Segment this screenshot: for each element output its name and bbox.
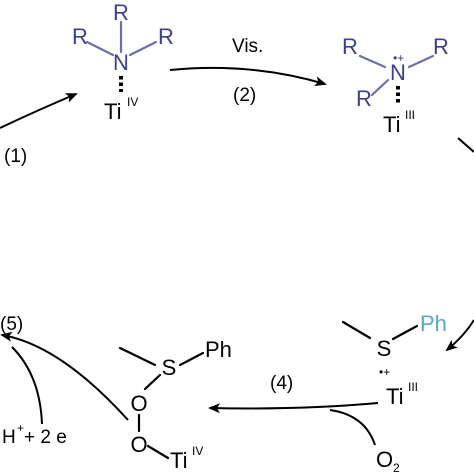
reduction-arrow (0, 331, 129, 421)
step-5-label: (5) (0, 314, 23, 335)
radical-n-r-bottom-bond (370, 78, 390, 97)
radical-nitrogen: N (390, 60, 406, 85)
radical-oxidation-state: III (405, 108, 415, 122)
peroxo-oxygen-upper: O (130, 391, 147, 416)
step-1-arrow: (1) (0, 93, 78, 167)
electrons-label: + 2 e (24, 427, 67, 448)
cycle-arrow-lower-right (445, 319, 474, 352)
sulfide-phenyl: Ph (420, 311, 447, 336)
amine-substituent-r-right: R (158, 24, 174, 49)
oxygen-addition-arrow (208, 402, 379, 414)
o-ti-bond (146, 444, 170, 460)
proton-electron-curve (11, 346, 43, 425)
peroxo-oxygen-lower: O (130, 432, 147, 457)
step-2-arrow: Vis. (2) (169, 36, 327, 106)
peroxo-titanium-label: Ti (170, 448, 188, 473)
amine-nitrogen: N (113, 50, 129, 75)
cycle-arrow-right-segment (457, 137, 474, 153)
s-ph-bond (391, 324, 419, 341)
peroxo-sulfonium-complex: S Ph O O Ti IV (118, 337, 232, 473)
dioxygen-subscript: 2 (393, 461, 400, 474)
sulfide-radical-cation-complex: S Ph •+ Ti III (341, 311, 447, 409)
step-4-label: (4) (270, 373, 293, 394)
sulfide-radical-cation-marker: •+ (379, 365, 390, 379)
sulfide-oxidation-state: III (408, 380, 418, 394)
peroxo-phenyl: Ph (205, 337, 232, 362)
amine-radical-cation-complex: R R R N •+ Ti III (342, 34, 449, 137)
sulfide-titanium-label: Ti (386, 384, 404, 409)
step-4-arrow: (4) O 2 (208, 373, 400, 474)
amine-substituent-r-top: R (113, 0, 129, 25)
dioxygen-label: O (376, 447, 393, 472)
radical-n-r-left-bond (358, 54, 387, 69)
radical-r-bottom: R (356, 86, 372, 111)
peroxo-oxidation-state: IV (192, 444, 203, 458)
amine-substituent-r-left: R (72, 24, 88, 49)
radical-titanium-label: Ti (383, 112, 401, 137)
titanium-amine-complex: R R R N Ti IV (72, 0, 174, 124)
peroxo-s-ph-bond (178, 351, 205, 367)
oxidation-state-label: IV (127, 95, 138, 109)
regeneration-arrow (0, 93, 78, 129)
n-r-left-bond (85, 40, 115, 57)
oxygen-feed-curve (329, 409, 376, 446)
photoexcitation-arrow (169, 66, 327, 86)
methyl-s-bond (341, 320, 372, 340)
radical-cation-marker: •+ (393, 51, 404, 65)
step-1-label: (1) (4, 146, 27, 167)
sulfide-sulfur: S (377, 336, 392, 361)
proton-charge: + (17, 421, 24, 435)
proton-label: H (2, 427, 16, 448)
peroxo-methyl-s-bond (118, 346, 157, 367)
peroxo-sulfur: S (162, 355, 177, 380)
radical-r-left: R (342, 34, 358, 59)
step-5-arrow: (5) H + + 2 e (0, 314, 129, 448)
s-o-bond (143, 373, 162, 391)
n-r-right-bond (128, 40, 158, 57)
step-2-label: (2) (233, 85, 256, 106)
radical-r-right: R (433, 34, 449, 59)
visible-light-label: Vis. (232, 36, 263, 57)
radical-n-r-right-bond (407, 54, 435, 69)
titanium-label: Ti (104, 99, 122, 124)
